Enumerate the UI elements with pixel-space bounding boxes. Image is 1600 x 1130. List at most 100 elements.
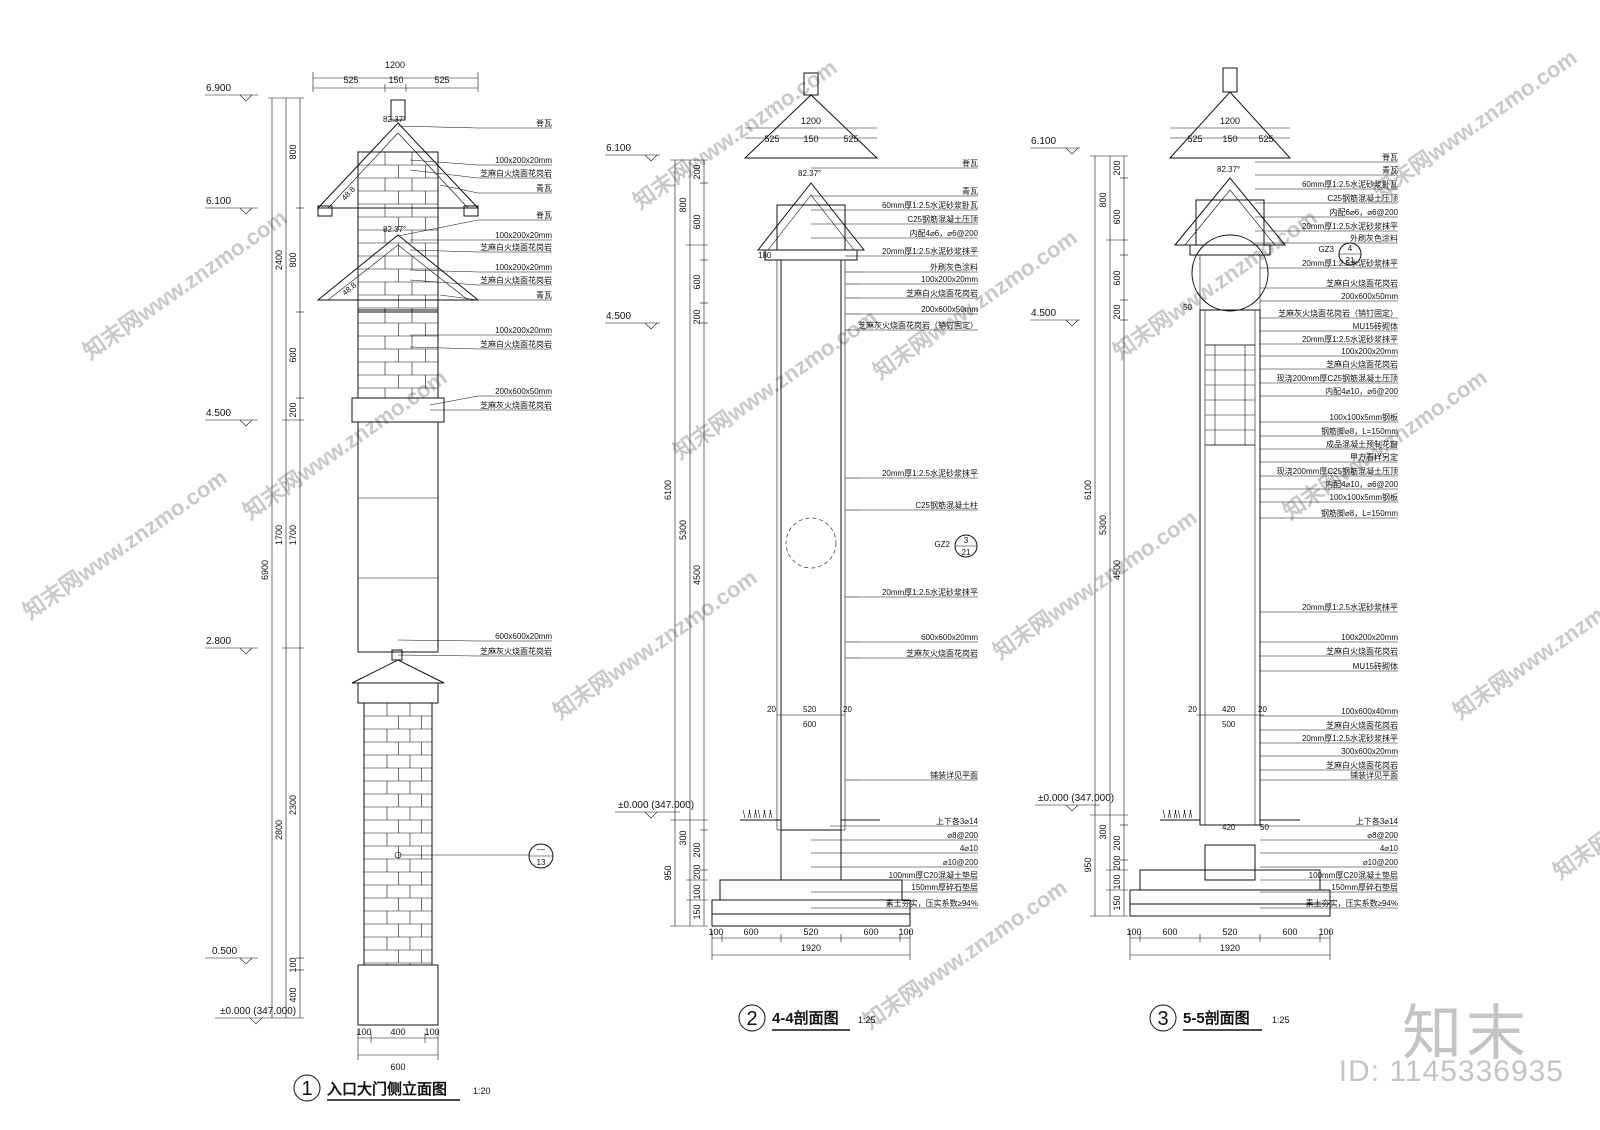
callout-label: 现浇200mm厚C25钢筋混凝土压顶 bbox=[1277, 373, 1398, 383]
v3-vdim-in-6: 200 bbox=[1112, 835, 1122, 850]
v2-vdim-in-5: 4500 bbox=[692, 565, 702, 585]
v1-bot-dim-2: 400 bbox=[390, 1027, 405, 1037]
v2-vdim-outer-2: 950 bbox=[663, 865, 673, 880]
v3-ref-top: 4 bbox=[1348, 244, 1353, 253]
v2-vdim-in-1: 200 bbox=[692, 164, 702, 179]
v1-level-4: 2.800 bbox=[206, 636, 231, 647]
v2-level-1: 6.100 bbox=[606, 143, 631, 154]
callout-label: 20mm厚1:2.5水泥砂浆抹平 bbox=[1302, 221, 1398, 231]
v2-level-3: ±0.000 (347.000) bbox=[618, 800, 694, 811]
v1-vdim-in-1: 800 bbox=[288, 144, 298, 159]
v2-vdim-mid-2: 5300 bbox=[678, 520, 688, 540]
v3-bot-dim-5: 100 bbox=[1318, 927, 1333, 937]
v2-inner-dim-1: 20 bbox=[767, 705, 776, 714]
callout-label: 100x200x20mm bbox=[495, 263, 552, 272]
view-2-section-4-4: 1200 525 150 525 82.37° 180 20 520 20 60… bbox=[605, 72, 979, 1032]
callout-label: 60mm厚1:2.5水泥砂浆卧瓦 bbox=[882, 200, 978, 210]
callout-label: 4⌀10 bbox=[960, 844, 979, 853]
v2-title-number: 2 bbox=[746, 1008, 757, 1030]
v1-roof-side-1: 48.8 bbox=[340, 184, 358, 202]
callout-label: 100x200x20mm bbox=[495, 231, 552, 240]
v1-vdim-in-2: 800 bbox=[288, 252, 298, 267]
v2-top-dim-2: 150 bbox=[803, 134, 818, 144]
callout-label: 芝麻白火烧面花岗岩 bbox=[480, 339, 552, 349]
callout-label: 60mm厚1:2.5水泥砂浆卧瓦 bbox=[1302, 179, 1398, 189]
v3-vdim-mid-3: 300 bbox=[1098, 824, 1108, 839]
grass-mark bbox=[769, 809, 773, 819]
callout-label: 外刷灰色涂料 bbox=[1350, 233, 1398, 243]
v1-vdim-in-8: 400 bbox=[288, 987, 298, 1002]
callout-label: 20mm厚1:2.5水泥砂浆抹平 bbox=[1302, 334, 1398, 344]
callout-label: 芝麻白火烧面花岗岩 bbox=[1326, 760, 1398, 770]
callout-label: 青瓦 bbox=[962, 186, 978, 196]
callout-label: 200x600x50mm bbox=[921, 305, 978, 314]
v3-roof-angle: 82.37° bbox=[1217, 165, 1240, 174]
callout-label: 外刷灰色涂料 bbox=[930, 262, 978, 272]
v2-scale: 1:25 bbox=[858, 1015, 876, 1025]
grass-mark bbox=[1162, 809, 1166, 819]
v3-vdim-mid-2: 5300 bbox=[1098, 515, 1108, 535]
callout-label: 内配4⌀6，⌀6@200 bbox=[910, 228, 979, 238]
v3-top-dim-1: 525 bbox=[1187, 134, 1202, 144]
callout-label: 600x600x20mm bbox=[921, 633, 978, 642]
grass-mark bbox=[1168, 809, 1172, 819]
callout-label: 100mm厚C20混凝土垫层 bbox=[1309, 870, 1398, 880]
watermark-text: 知末网www.znzmo.com bbox=[239, 365, 452, 525]
callout-label: 芝麻白火烧面花岗岩 bbox=[1326, 646, 1398, 656]
watermark-text: 知末网www.znzmo.com bbox=[669, 305, 882, 465]
callout-label: MU15砖砌体 bbox=[1353, 661, 1398, 671]
v3-scale: 1:25 bbox=[1272, 1015, 1290, 1025]
grass-mark bbox=[763, 809, 767, 819]
v1-vdim-mid-3: 2800 bbox=[274, 820, 284, 840]
v1-level-5: 0.500 bbox=[212, 946, 237, 957]
watermark-logo: 知末 bbox=[1402, 999, 1530, 1069]
v3-inner-dim-1: 20 bbox=[1188, 705, 1197, 714]
v1-vdim-outer: 6900 bbox=[260, 560, 270, 580]
v2-title: 4-4剖面图 bbox=[772, 1009, 839, 1027]
v1-top-dim-3: 525 bbox=[434, 75, 449, 85]
grass-mark bbox=[1189, 809, 1193, 819]
v1-vdim-in-7: 100 bbox=[288, 957, 298, 972]
callout-label: 青瓦 bbox=[536, 183, 552, 193]
v1-bot-dim-1: 100 bbox=[356, 1027, 371, 1037]
callout-label: 芝麻灰火烧面花岗岩（销钉固定） bbox=[1278, 308, 1398, 318]
v1-vdim-mid-2: 1700 bbox=[274, 525, 284, 545]
callout-label: 上下各3⌀14 bbox=[936, 816, 979, 826]
watermark-text: 知末网www.znzmo.com bbox=[1449, 565, 1600, 725]
callout-label: 20mm厚1:2.5水泥砂浆抹平 bbox=[1302, 602, 1398, 612]
v2-top-dim-3: 525 bbox=[843, 134, 858, 144]
v3-bot-dim-4: 600 bbox=[1282, 927, 1297, 937]
watermark-text: 知末网www.znzmo.com bbox=[19, 465, 232, 625]
callout-label: 素土夯实，压实系数≥94% bbox=[1306, 898, 1398, 908]
v3-level-1: 6.100 bbox=[1031, 136, 1056, 147]
v2-inner-dim-4: 600 bbox=[803, 720, 817, 729]
callout-label: C25钢筋混凝土柱 bbox=[915, 500, 978, 510]
v2-vdim-in-7: 100 bbox=[692, 884, 702, 899]
callout-label: 100x200x20mm bbox=[1341, 633, 1398, 642]
grass-mark bbox=[1183, 809, 1187, 819]
callout-label: 300x600x20mm bbox=[1341, 747, 1398, 756]
v3-top-dim-3: 525 bbox=[1258, 134, 1273, 144]
callout-label: 20mm厚1:2.5水泥砂浆抹平 bbox=[1302, 258, 1398, 268]
watermark-text: 知末网www.znzmo.com bbox=[1109, 205, 1322, 365]
v3-inner-dim-2: 420 bbox=[1222, 705, 1236, 714]
callout-label: 100x200x20mm bbox=[495, 326, 552, 335]
callout-label: 脊瓦 bbox=[536, 118, 552, 128]
grass-mark bbox=[748, 809, 752, 819]
v2-vdim-in-4: 200 bbox=[692, 309, 702, 324]
callout-label: 芝麻白火烧面花岗岩 bbox=[906, 288, 978, 298]
v1-vdim-mid-1: 2400 bbox=[274, 250, 284, 270]
v1-level-2: 6.100 bbox=[206, 196, 231, 207]
callout-label: 芝麻灰火烧面花岗岩 bbox=[906, 648, 978, 658]
view-1-elevation: 1200 525 150 525 82.37° 48.8 82.37° 48.8 bbox=[205, 60, 554, 1102]
callout-label: 素土夯实，压实系数≥94% bbox=[886, 898, 978, 908]
watermark-text: 知末网www.znzmo.com bbox=[549, 565, 762, 725]
v2-vdim-mid-3: 300 bbox=[678, 830, 688, 845]
callout-label: 内配4⌀10，⌀6@200 bbox=[1325, 479, 1398, 489]
v1-vdim-in-4: 200 bbox=[288, 402, 298, 417]
callout-label: 芝麻白火烧面花岗岩 bbox=[480, 242, 552, 252]
callout-label: C25钢筋混凝土压顶 bbox=[907, 214, 978, 224]
grass-mark bbox=[1188, 809, 1192, 819]
grass-mark bbox=[762, 809, 766, 819]
